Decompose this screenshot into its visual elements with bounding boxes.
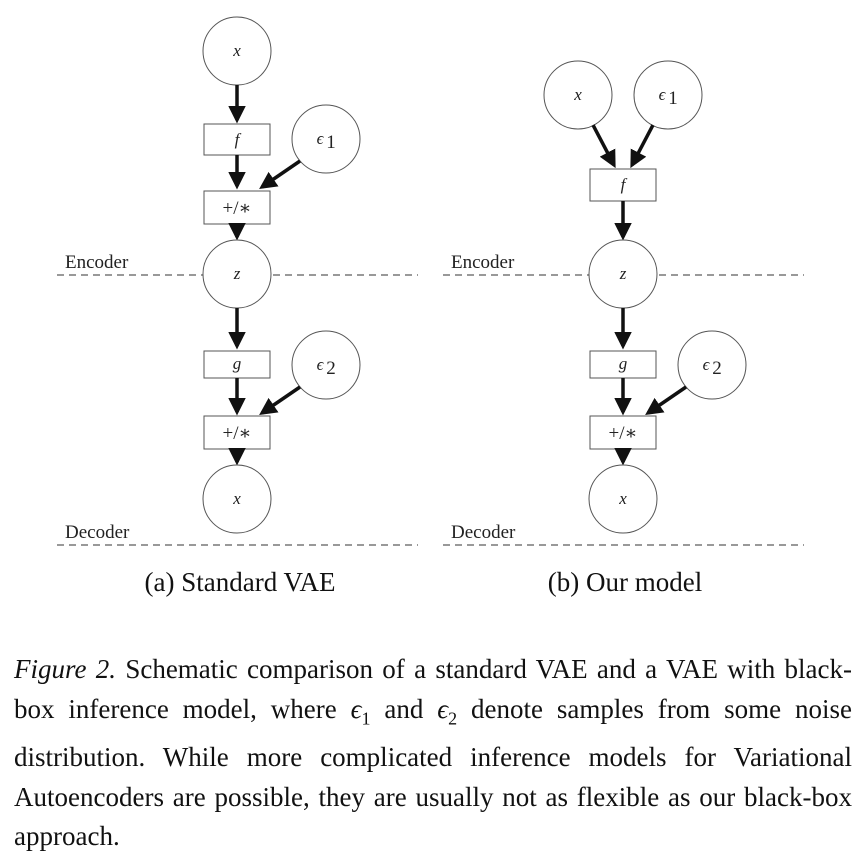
- panel-a-node-epsilon-2: ϵ 2: [291, 330, 361, 400]
- panel-a-node-f: f: [203, 123, 271, 156]
- panel-a-node-z: z: [202, 239, 272, 309]
- panel-b-decoder-label: Decoder: [451, 522, 516, 543]
- panel-a-node-op2: +/∗: [203, 415, 271, 450]
- panel-a-encoder-label: Encoder: [65, 252, 129, 273]
- panel-a-op2-label: +/∗: [223, 423, 252, 444]
- panel-a-eps1-subscript: 1: [326, 132, 336, 153]
- caption-epsilon-2-subscript: 2: [448, 707, 458, 728]
- panel-a-node-g: g: [203, 350, 271, 379]
- figure-label: Figure 2.: [14, 654, 117, 684]
- panel-b-eps2-subscript: 2: [712, 358, 722, 379]
- panel-a-standard-vae: x f ϵ 1 +/∗ Encoder z: [57, 16, 418, 597]
- panel-a-node-x-output-label: x: [232, 489, 241, 508]
- panel-a-node-x-output: x: [202, 464, 272, 534]
- panel-a-node-epsilon-1: ϵ 1: [291, 104, 361, 174]
- panel-b-node-op2: +/∗: [589, 415, 657, 450]
- panel-b-node-x-output-label: x: [618, 489, 627, 508]
- caption-text-1: Schematic comparison of a standard VAE a…: [14, 654, 853, 724]
- panel-b-edge-x-f: [591, 124, 616, 169]
- panel-a-eps2-symbol: ϵ: [317, 355, 325, 374]
- panel-b-node-z: z: [588, 239, 658, 309]
- panel-a-node-f-label: f: [235, 130, 242, 149]
- panel-b-node-f: f: [589, 168, 657, 202]
- caption-epsilon-1: ϵ: [350, 693, 362, 724]
- caption-text-2: and: [370, 693, 438, 724]
- panel-b-node-z-label: z: [619, 264, 627, 283]
- panel-a-node-op1: +/∗: [203, 190, 271, 225]
- panel-a-eps2-subscript: 2: [326, 358, 336, 379]
- panel-b-edge-eps2-op2: [645, 385, 687, 415]
- panel-b-node-g-label: g: [619, 354, 628, 373]
- panel-a-op1-label: +/∗: [223, 198, 252, 219]
- figure-caption: Figure 2. Schematic comparison of a stan…: [14, 650, 852, 857]
- panel-b-subcaption: (b) Our model: [548, 567, 702, 597]
- panel-b-node-x-input-label: x: [573, 85, 582, 104]
- panel-a-node-z-label: z: [233, 264, 241, 283]
- panel-b-node-epsilon-1: ϵ 1: [633, 60, 703, 130]
- panel-a-node-x-input: x: [202, 16, 272, 86]
- panel-a-decoder-label: Decoder: [65, 522, 130, 543]
- panel-b-node-g: g: [589, 350, 657, 379]
- panel-a-subcaption: (a) Standard VAE: [145, 567, 336, 597]
- panel-a-eps1-symbol: ϵ: [317, 129, 325, 148]
- panel-b-encoder-label: Encoder: [451, 252, 515, 273]
- panel-b-our-model: x ϵ 1 f Encoder z g: [443, 60, 804, 597]
- panel-b-node-f-label: f: [621, 175, 628, 194]
- panel-b-node-x-input: x: [543, 60, 613, 130]
- panel-a-node-x-input-label: x: [232, 41, 241, 60]
- panel-a-edge-eps1-op1: [259, 159, 301, 189]
- panel-b-node-epsilon-2: ϵ 2: [677, 330, 747, 400]
- caption-epsilon-2: ϵ: [437, 693, 449, 724]
- panel-b-eps2-symbol: ϵ: [703, 355, 711, 374]
- panel-b-node-x-output: x: [588, 464, 658, 534]
- panel-b-eps1-symbol: ϵ: [659, 85, 667, 104]
- panel-a-node-g-label: g: [233, 354, 242, 373]
- panel-a-edge-eps2-op2: [259, 385, 301, 415]
- panel-b-op2-label: +/∗: [609, 423, 638, 444]
- panel-b-edge-eps1-f: [630, 124, 655, 169]
- caption-epsilon-1-subscript: 1: [361, 707, 371, 728]
- caption-text-3: denote samples from some noise distribut…: [14, 693, 852, 852]
- panel-b-eps1-subscript: 1: [668, 88, 678, 109]
